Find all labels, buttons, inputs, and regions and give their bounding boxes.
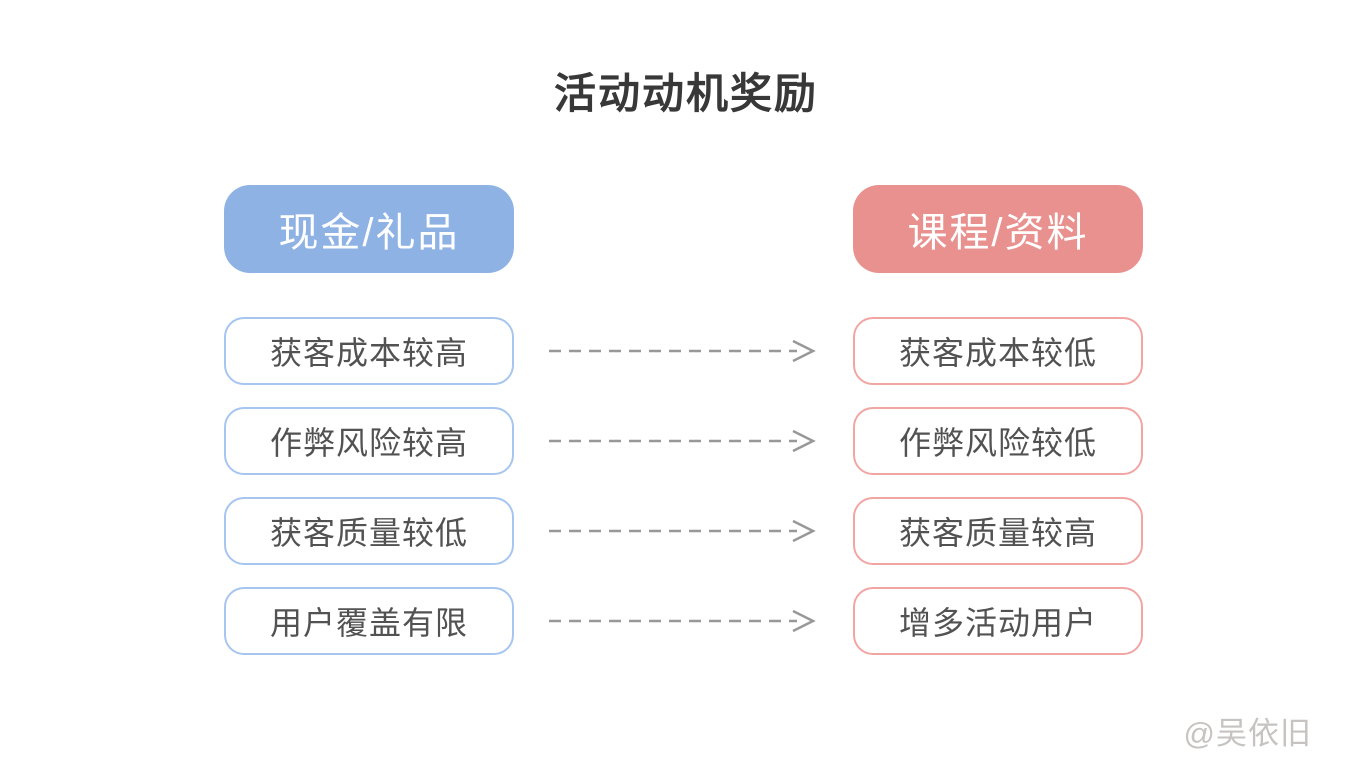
right-item-label: 获客成本较低 <box>898 335 1097 371</box>
left-item-label: 获客成本较高 <box>269 335 468 371</box>
dashed-arrow-icon <box>547 607 817 635</box>
right-column-header-label: 课程/资料 <box>907 211 1089 255</box>
right-column-header: 课程/资料 <box>853 185 1143 273</box>
left-item-label: 获客质量较低 <box>269 515 468 551</box>
left-item-label: 作弊风险较高 <box>269 425 468 461</box>
left-column-header-label: 现金/礼品 <box>278 211 460 255</box>
author-watermark: @吴依旧 <box>1183 716 1312 751</box>
right-item-box: 获客成本较低 <box>853 317 1143 385</box>
right-item-label: 增多活动用户 <box>898 605 1097 641</box>
page-title: 活动动机奖励 <box>553 70 818 117</box>
dashed-arrow-icon <box>547 337 817 365</box>
left-item-box: 用户覆盖有限 <box>224 587 514 655</box>
right-item-box: 增多活动用户 <box>853 587 1143 655</box>
left-item-box: 作弊风险较高 <box>224 407 514 475</box>
right-item-label: 作弊风险较低 <box>898 425 1097 461</box>
left-item-box: 获客质量较低 <box>224 497 514 565</box>
dashed-arrow-icon <box>547 427 817 455</box>
left-item-box: 获客成本较高 <box>224 317 514 385</box>
left-item-label: 用户覆盖有限 <box>269 605 468 641</box>
right-item-box: 获客质量较高 <box>853 497 1143 565</box>
right-item-label: 获客质量较高 <box>898 515 1097 551</box>
left-column-header: 现金/礼品 <box>224 185 514 273</box>
right-item-box: 作弊风险较低 <box>853 407 1143 475</box>
dashed-arrow-icon <box>547 517 817 545</box>
